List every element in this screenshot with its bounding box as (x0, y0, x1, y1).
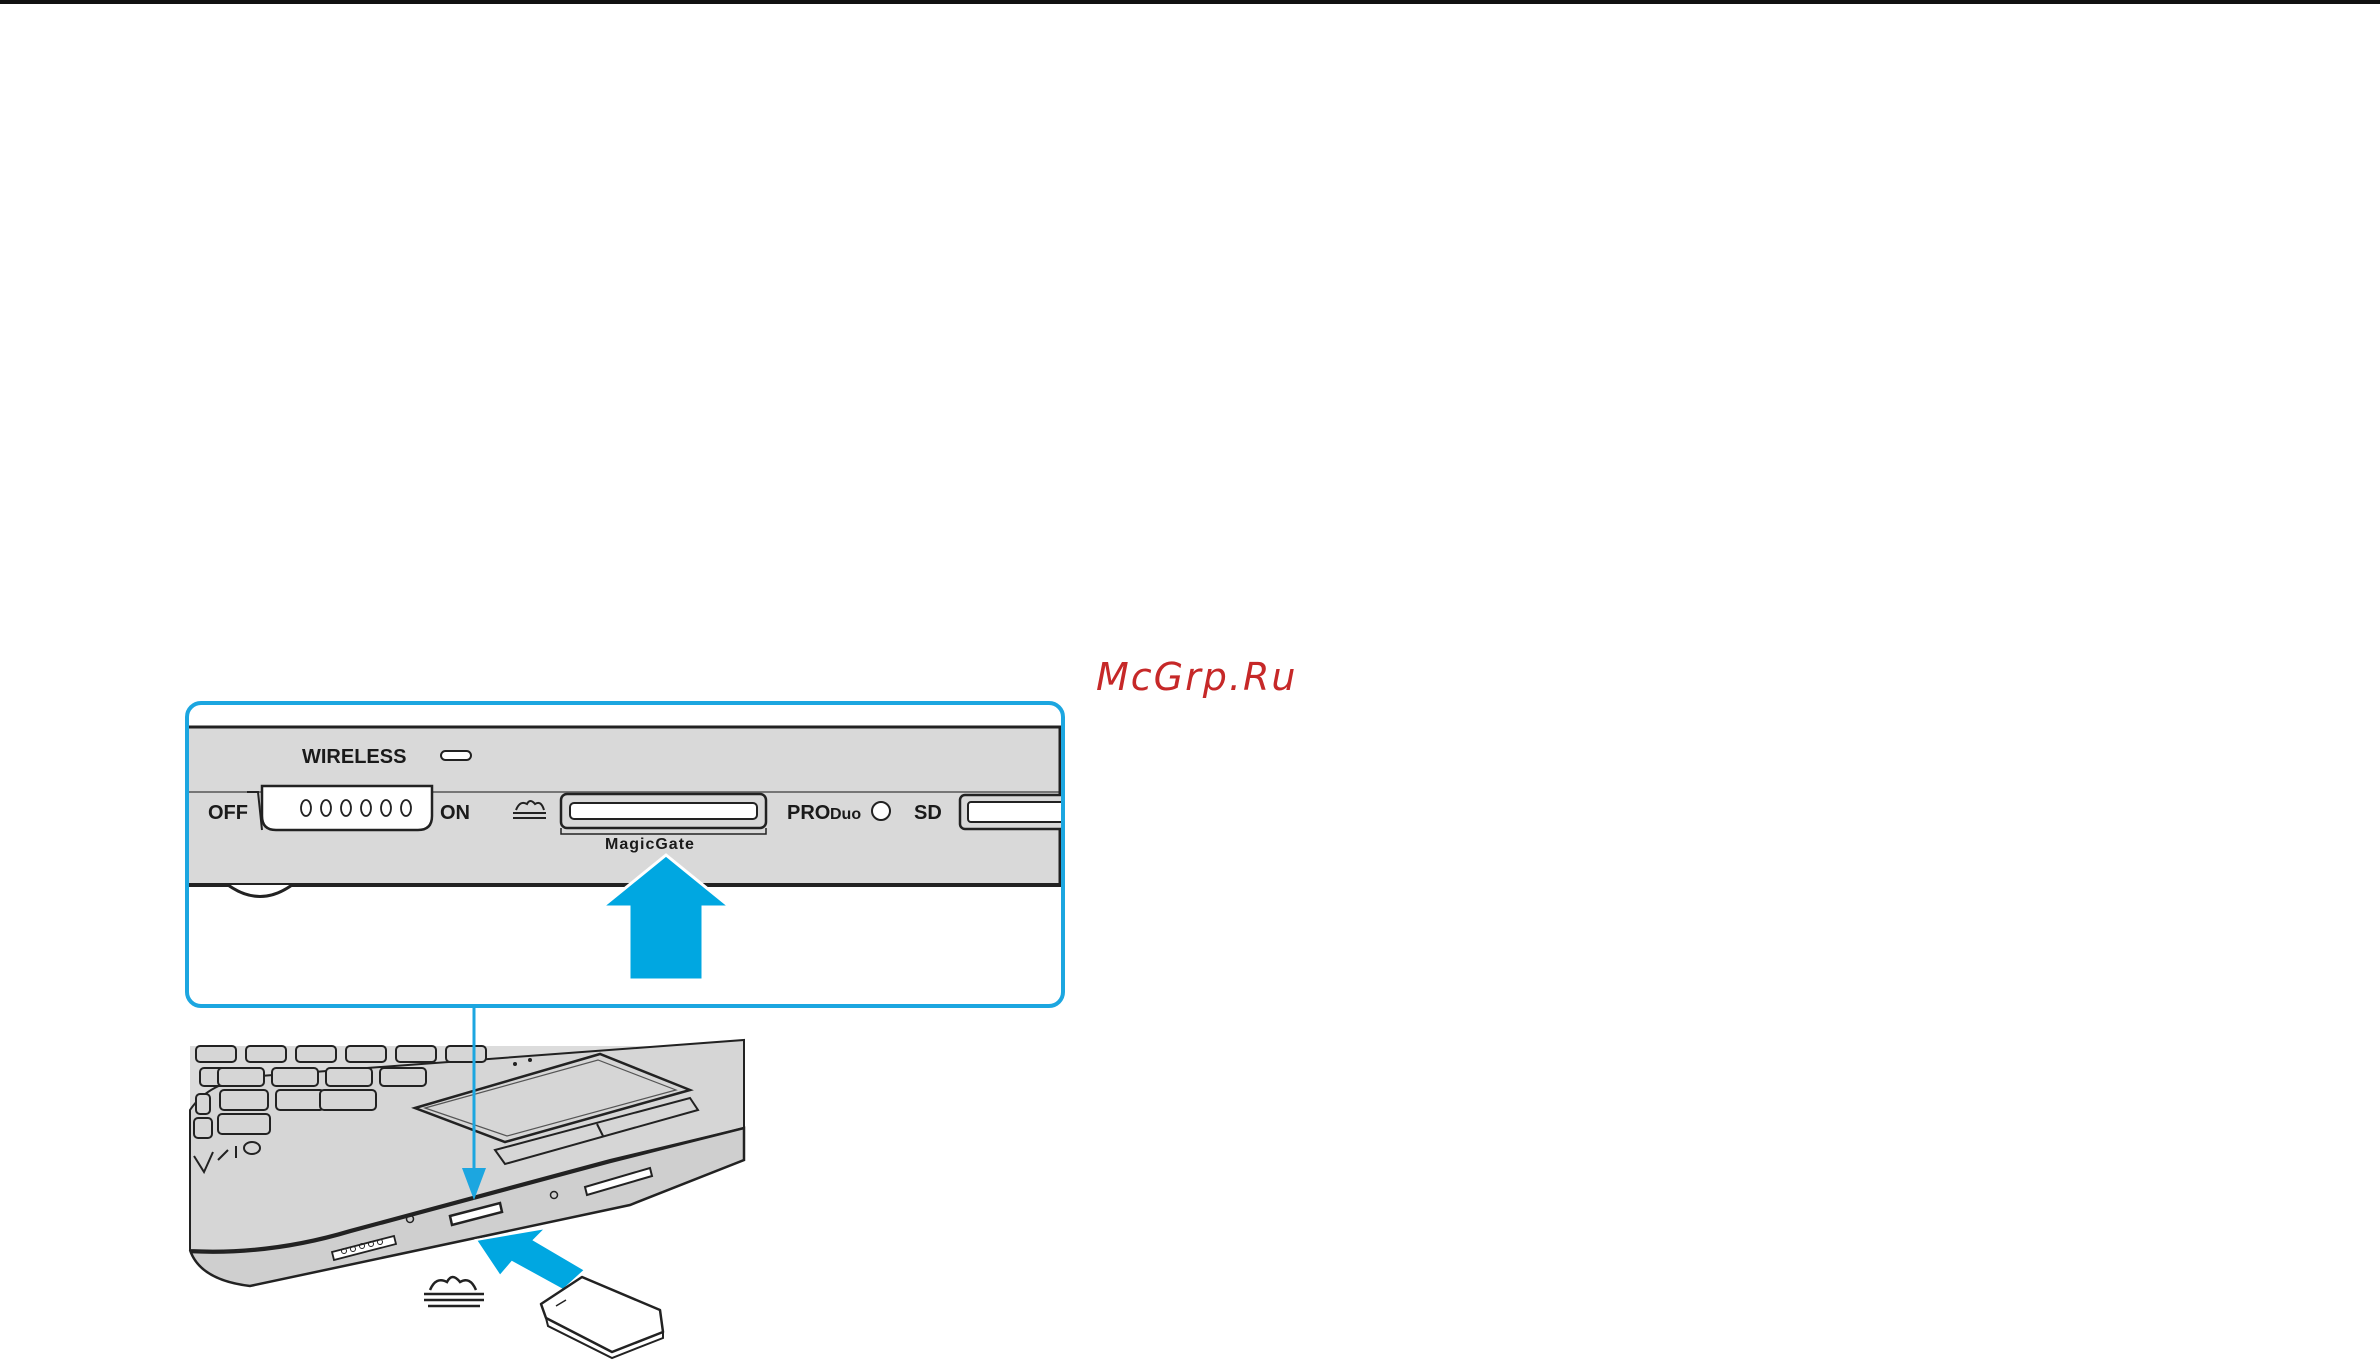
sd-label: SD (914, 802, 942, 824)
callout-zoom: WIRELESS OFF ON (187, 703, 1080, 1006)
insert-arrow-small-icon (476, 1228, 585, 1290)
wireless-switch (262, 786, 432, 830)
wireless-label: WIRELESS (302, 746, 406, 768)
device-foot (228, 885, 292, 897)
on-label: ON (440, 802, 470, 824)
magicgate-label: MagicGate (605, 836, 695, 853)
duo-label: Duo (830, 806, 861, 823)
wireless-indicator-light (441, 751, 471, 760)
pro-label: PRO (787, 802, 830, 824)
media-access-indicator (872, 802, 890, 820)
memory-stick-logo-large-icon (424, 1277, 484, 1306)
laptop-illustration (190, 1040, 744, 1286)
off-label: OFF (208, 802, 248, 824)
memory-card-icon (541, 1277, 663, 1358)
